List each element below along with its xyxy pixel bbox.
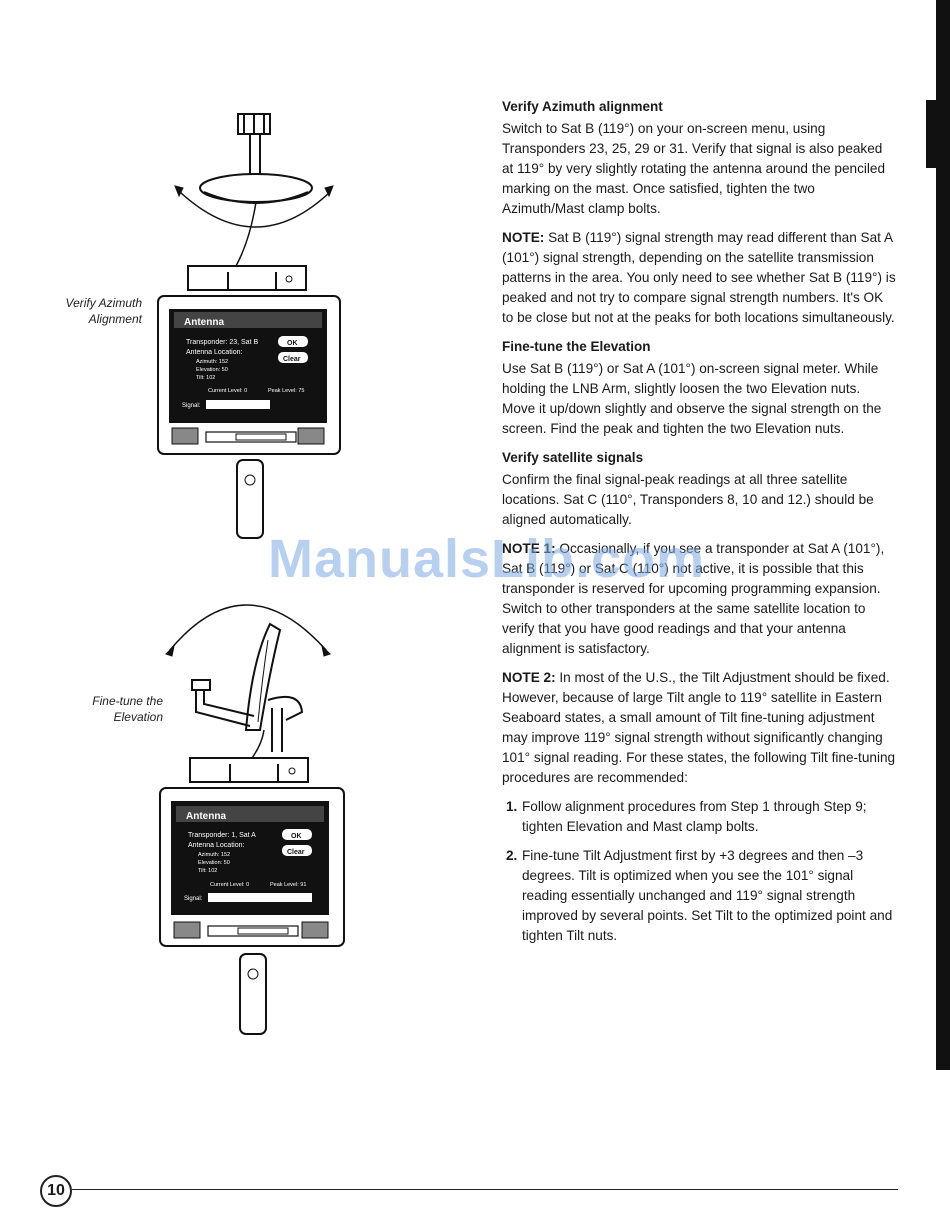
para-verify-azimuth: Switch to Sat B (119°) on your on-screen… <box>502 121 886 216</box>
screen1-current-level: Current Level: 0 <box>208 388 247 394</box>
note-sat-b: NOTE: Sat B (119°) signal strength may r… <box>502 228 897 328</box>
screen1-signal-meter <box>206 400 270 409</box>
heading-verify-satellite: Verify satellite signals <box>502 450 644 465</box>
screen2-ok-button: OK <box>291 833 302 840</box>
watermark: ManualsLib.com <box>268 529 706 589</box>
screen2-tilt: Tilt: 102 <box>198 868 217 874</box>
caption-elevation-line2: Elevation <box>113 710 163 724</box>
screen1-signal-label: Signal: <box>182 403 201 409</box>
list-item: 1. Follow alignment procedures from Step … <box>502 797 897 837</box>
tv-screen-2: Antenna Transponder: 1, Sat A OK Antenna… <box>176 806 324 902</box>
step-number: 1. <box>506 799 518 814</box>
screen1-azimuth: Azimuth: 152 <box>196 359 228 365</box>
heading-fine-tune-elevation: Fine-tune the Elevation <box>502 339 651 354</box>
screen2-signal-label: Signal: <box>184 896 203 902</box>
screen2-azimuth: Azimuth: 152 <box>198 852 230 858</box>
note-tilt: NOTE 2: In most of the U.S., the Tilt Ad… <box>502 668 897 788</box>
step-text: Follow alignment procedures from Step 1 … <box>522 799 867 834</box>
note-body: Sat B (119°) signal strength may read di… <box>502 230 896 325</box>
screen2-elevation: Elevation: 50 <box>198 860 230 866</box>
illustration-panel: Antenna Transponder: 23, Sat B OK Antenn… <box>157 113 345 1035</box>
note-label: NOTE: <box>502 230 545 245</box>
caption-elevation: Fine-tune the Elevation <box>40 693 163 725</box>
note1-body: Occasionally, if you see a transponder a… <box>502 541 885 656</box>
screen1-peak-level: Peak Level: 75 <box>268 388 304 394</box>
tv-screen-1: Antenna Transponder: 23, Sat B OK Antenn… <box>174 312 322 409</box>
para-fine-tune-elevation: Use Sat B (119°) or Sat A (101°) on-scre… <box>502 361 882 436</box>
heading-verify-azimuth: Verify Azimuth alignment <box>502 99 663 114</box>
screen1-transponder: Transponder: 23, Sat B <box>186 339 258 346</box>
screen2-signal-meter <box>208 893 312 902</box>
edge-tab-marker <box>926 100 950 168</box>
screen2-peak-level: Peak Level: 91 <box>270 882 306 888</box>
caption-azimuth-line1: Verify Azimuth <box>65 296 142 310</box>
screen1-tilt: Tilt: 102 <box>196 375 215 381</box>
footer-rule <box>72 1189 898 1190</box>
screen1-location: Antenna Location: <box>186 349 242 356</box>
dish-top-illustration <box>157 113 341 539</box>
screen1-clear-button: Clear <box>283 356 301 363</box>
note2-body: In most of the U.S., the Tilt Adjustment… <box>502 670 896 785</box>
note2-label: NOTE 2: <box>502 670 556 685</box>
para-verify-satellite: Confirm the final signal-peak readings a… <box>502 472 874 527</box>
note1-label: NOTE 1: <box>502 541 556 556</box>
step-number: 2. <box>506 848 518 863</box>
screen1-ok-button: OK <box>287 340 298 347</box>
list-item: 2. Fine-tune Tilt Adjustment first by +3 … <box>502 846 897 946</box>
screen1-title: Antenna <box>184 317 224 328</box>
caption-azimuth: Verify Azimuth Alignment <box>40 295 142 327</box>
step-text: Fine-tune Tilt Adjustment first by +3 de… <box>522 848 893 943</box>
page-number: 10 <box>40 1175 72 1207</box>
screen2-current-level: Current Level: 0 <box>210 882 249 888</box>
caption-elevation-line1: Fine-tune the <box>92 694 163 708</box>
screen2-location: Antenna Location: <box>188 842 244 849</box>
note-transponder: NOTE 1: Occasionally, if you see a trans… <box>502 539 897 659</box>
edge-tab-top <box>936 0 950 1070</box>
caption-azimuth-line2: Alignment <box>88 312 142 326</box>
text-column: Verify Azimuth alignment Switch to Sat B… <box>502 97 897 955</box>
screen2-transponder: Transponder: 1, Sat A <box>188 832 256 839</box>
screen1-elevation: Elevation: 50 <box>196 367 228 373</box>
tilt-steps-list: 1. Follow alignment procedures from Step … <box>502 797 897 946</box>
screen2-title: Antenna <box>186 811 226 822</box>
screen2-clear-button: Clear <box>287 849 305 856</box>
